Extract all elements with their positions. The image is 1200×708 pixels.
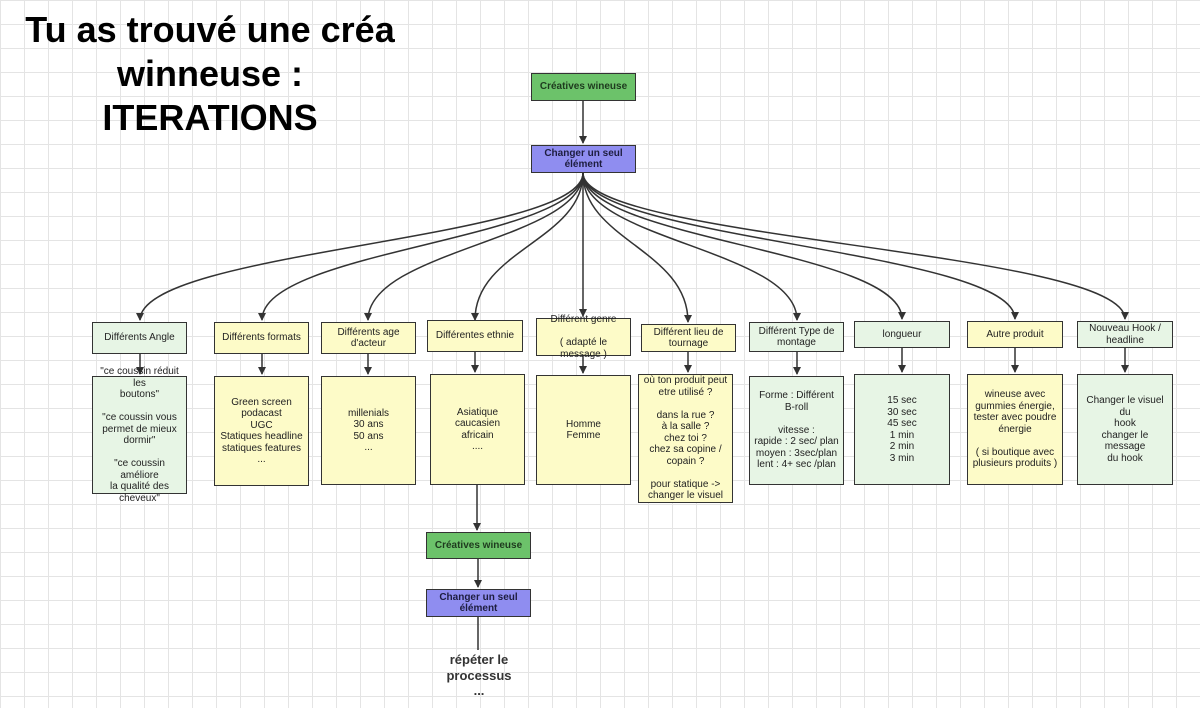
arrow-to-produit	[582, 172, 1019, 320]
branch-ethnie-label: Différentes ethnie	[435, 330, 515, 342]
arrow-to-formats	[258, 172, 584, 321]
detail-longueur-text: 15 sec 30 sec 45 sec 1 min 2 min 3 min	[887, 395, 917, 464]
branch-produit-label: Autre produit	[986, 328, 1044, 340]
detail-angle: "ce coussin réduit les boutons" "ce cous…	[92, 366, 187, 504]
changer-element-label-bottom: Changer un seul élément	[439, 591, 518, 615]
arrow-to-lieu	[582, 172, 692, 323]
branch-angle-label: Différents Angle	[104, 332, 175, 344]
branch-angle: Différents Angle	[92, 322, 187, 354]
detail-hook-text: Changer le visuel du hook changer le mes…	[1086, 395, 1164, 464]
detail-age-text: millenials 30 ans 50 ans ...	[347, 407, 390, 454]
branch-produit: Autre produit	[967, 321, 1063, 348]
changer-element-node-bottom: Changer un seul élément	[426, 589, 531, 617]
branch-hook-label: Nouveau Hook / headline	[1089, 323, 1161, 346]
detail-age: millenials 30 ans 50 ans ...	[321, 376, 416, 485]
branch-montage-label: Différent Type de montage	[758, 325, 835, 349]
branch-formats-label: Différents formats	[222, 332, 301, 344]
branch-hook: Nouveau Hook / headline	[1077, 321, 1173, 348]
arrow-to-longueur	[582, 172, 906, 320]
arrow-to-hook	[582, 172, 1129, 320]
arrow-to-ethnie	[471, 172, 584, 321]
arrow-to-montage	[582, 172, 801, 321]
title-line-1: Tu as trouvé une créa	[25, 9, 395, 50]
detail-lieu-text: où ton produit peut etre utilisé ? dans …	[643, 375, 728, 502]
detail-produit: wineuse avec gummies énergie, tester ave…	[967, 374, 1063, 485]
branch-longueur: longueur	[854, 321, 950, 348]
detail-formats-text: Green screen podacast UGC Statiques head…	[220, 396, 303, 466]
arrow-to-age	[364, 172, 584, 321]
changer-element-node-top: Changer un seul élément	[531, 145, 636, 173]
changer-element-label-top: Changer un seul élément	[544, 147, 623, 171]
branch-montage: Différent Type de montage	[749, 322, 844, 352]
branch-lieu: Différent lieu de tournage	[641, 324, 736, 352]
detail-genre: Homme Femme	[536, 375, 631, 485]
branch-age-label: Différents age d'acteur	[337, 326, 400, 350]
detail-formats: Green screen podacast UGC Statiques head…	[214, 376, 309, 486]
detail-angle-text: "ce coussin réduit les boutons" "ce cous…	[100, 366, 179, 504]
detail-hook: Changer le visuel du hook changer le mes…	[1077, 374, 1173, 485]
detail-lieu: où ton produit peut etre utilisé ? dans …	[638, 374, 733, 503]
repeat-process-text: répéter le processus ...	[446, 652, 512, 698]
detail-montage: Forme : Différent B-roll vitesse : rapid…	[749, 376, 844, 485]
title-line-2: winneuse :	[116, 53, 304, 94]
creatives-wineuse-label-bottom: Créatives wineuse	[434, 539, 523, 551]
detail-produit-text: wineuse avec gummies énergie, tester ave…	[972, 389, 1058, 470]
detail-montage-text: Forme : Différent B-roll vitesse : rapid…	[754, 390, 839, 471]
page-title: Tu as trouvé une créa winneuse : ITERATI…	[0, 8, 420, 140]
detail-genre-text: Homme Femme	[565, 418, 601, 442]
title-line-3: ITERATIONS	[102, 97, 318, 138]
branch-ethnie: Différentes ethnie	[427, 320, 523, 352]
branch-age: Différents age d'acteur	[321, 322, 416, 354]
creatives-wineuse-label-top: Créatives wineuse	[539, 81, 628, 93]
branch-formats: Différents formats	[214, 322, 309, 354]
branch-genre-label: Différent genre ( adapté le message )	[550, 314, 617, 360]
creatives-wineuse-node-bottom: Créatives wineuse	[426, 532, 531, 559]
detail-ethnie-text: Asiatique caucasien africain ....	[454, 406, 501, 453]
branch-genre: Différent genre ( adapté le message )	[536, 314, 631, 360]
creatives-wineuse-node-top: Créatives wineuse	[531, 73, 636, 101]
branch-longueur-label: longueur	[882, 328, 922, 340]
branch-lieu-label: Différent lieu de tournage	[653, 326, 724, 350]
detail-ethnie: Asiatique caucasien africain ....	[430, 374, 525, 485]
arrow-to-angle	[136, 172, 584, 321]
detail-longueur: 15 sec 30 sec 45 sec 1 min 2 min 3 min	[854, 374, 950, 485]
